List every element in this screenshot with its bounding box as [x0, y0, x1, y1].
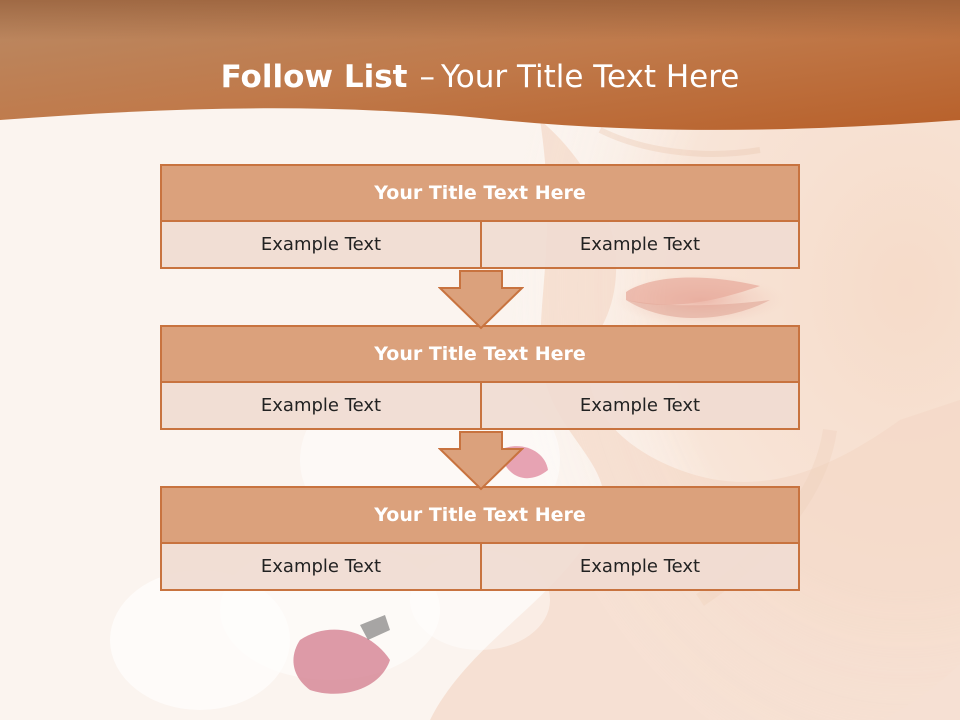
- title-separator: –: [419, 59, 435, 95]
- flow-step-right-text: Example Text: [480, 220, 800, 269]
- title-bold-part: Follow List: [220, 59, 408, 95]
- flow-step-3: Your Title Text Here Example Text Exampl…: [160, 486, 800, 591]
- flow-step-left-text: Example Text: [160, 381, 482, 430]
- flow-step-right-text: Example Text: [480, 542, 800, 591]
- slide-title: Follow List–Your Title Text Here: [0, 50, 960, 104]
- flow-step-2: Your Title Text Here Example Text Exampl…: [160, 325, 800, 430]
- flow-step-left-text: Example Text: [160, 542, 482, 591]
- flow-step-title: Your Title Text Here: [160, 325, 800, 383]
- down-arrow-icon: [438, 431, 524, 491]
- flow-step-title: Your Title Text Here: [160, 486, 800, 544]
- flow-step-left-text: Example Text: [160, 220, 482, 269]
- flow-step-1: Your Title Text Here Example Text Exampl…: [160, 164, 800, 269]
- down-arrow-icon: [438, 270, 524, 330]
- title-rest-part: Your Title Text Here: [440, 59, 740, 95]
- flow-step-right-text: Example Text: [480, 381, 800, 430]
- flow-step-title: Your Title Text Here: [160, 164, 800, 222]
